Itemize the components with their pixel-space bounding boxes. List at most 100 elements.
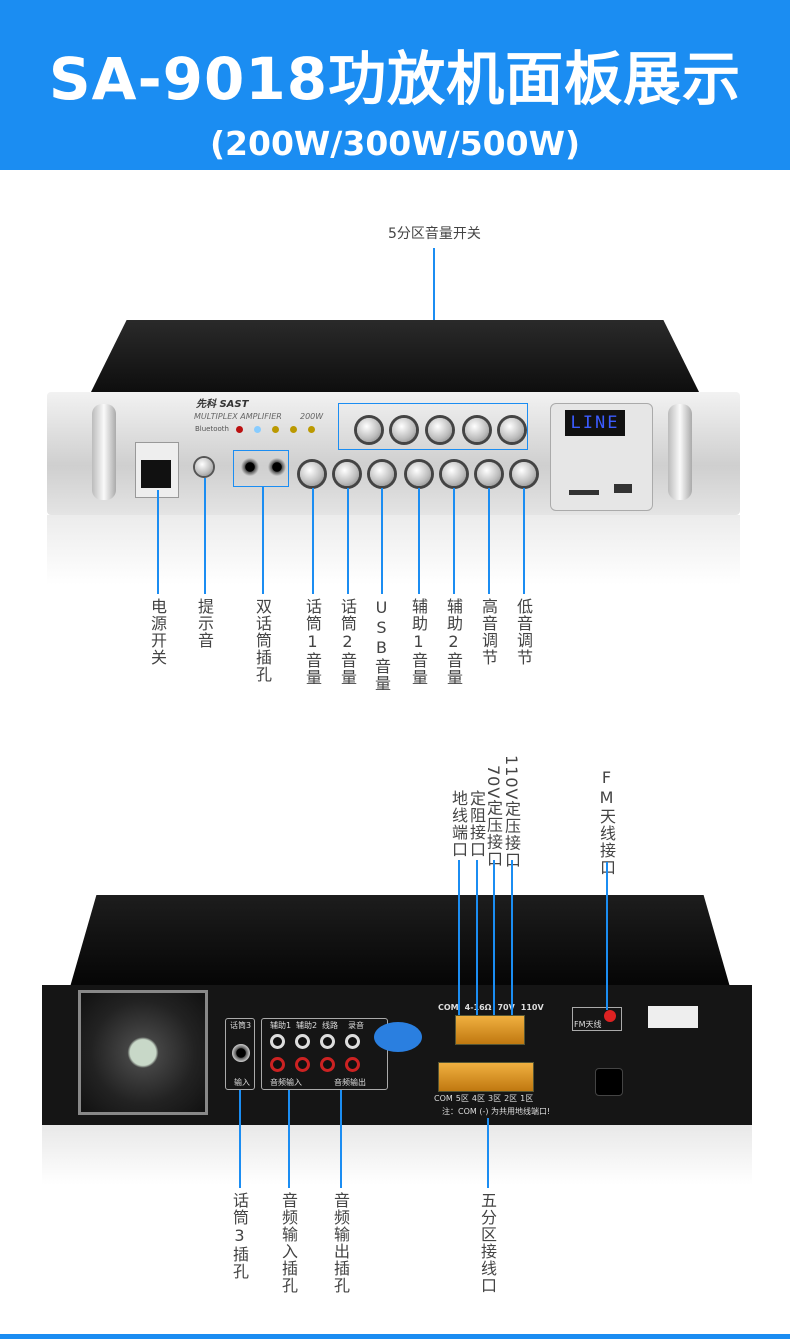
power-rating: 200W (300, 412, 324, 421)
zone-3-knob[interactable] (428, 418, 452, 442)
footer-bar (0, 1334, 790, 1339)
mic3-section (225, 1018, 255, 1090)
cooling-fan (78, 990, 208, 1115)
header-banner: SA-9018功放机面板展示 (200W/300W/500W) (0, 0, 790, 170)
audio-io-section (261, 1018, 388, 1090)
label-zone-terminals: 五分区接线口 (478, 1192, 497, 1294)
callout-line (493, 860, 495, 1015)
mic1-volume-knob[interactable] (300, 462, 324, 486)
led (308, 426, 315, 433)
warning-label (648, 1006, 698, 1028)
zone-5-knob[interactable] (500, 418, 524, 442)
zone-knobs-highlight (338, 403, 528, 450)
reflection (42, 1125, 752, 1185)
power-cord (595, 1068, 623, 1096)
reflection (47, 515, 740, 585)
callout-line (288, 1090, 290, 1188)
power-switch[interactable] (141, 460, 171, 488)
rca-jack[interactable] (270, 1034, 285, 1049)
label-usb-volume: USB音量 (372, 598, 391, 692)
usb-volume-knob[interactable] (370, 462, 394, 486)
callout-line (312, 488, 314, 594)
terminal-label: 4-16Ω (464, 1003, 492, 1012)
chassis-top (70, 895, 730, 987)
label-110v: 110V定压接口 (502, 755, 521, 869)
callout-line (381, 488, 383, 594)
led-prot (236, 426, 243, 433)
callout-line (239, 1090, 241, 1188)
rack-handle-left (92, 404, 116, 500)
aux2-text: 辅助2 (296, 1021, 318, 1030)
label-mic1-volume: 话筒1音量 (303, 598, 322, 686)
mic-jack-2[interactable] (268, 458, 286, 476)
mic2-volume-knob[interactable] (335, 462, 359, 486)
label-bass: 低音调节 (514, 598, 533, 666)
terminal-label: 70V (497, 1003, 515, 1012)
label-audio-output: 音频输出插孔 (331, 1192, 350, 1294)
terminal-label: COM (434, 1094, 453, 1103)
callout-line (204, 478, 206, 594)
label-chime: 提示音 (195, 598, 214, 649)
rca-jack[interactable] (270, 1057, 285, 1072)
audio-out-text: 音频输出 (334, 1078, 366, 1087)
page-title: SA-9018功放机面板展示 (48, 45, 742, 113)
aux1-text: 辅助1 (270, 1021, 292, 1030)
callout-line (523, 488, 525, 594)
callout-line (458, 860, 460, 1015)
led (272, 426, 279, 433)
zone-2-knob[interactable] (392, 418, 416, 442)
fm-antenna-port[interactable] (604, 1010, 616, 1022)
led-on (254, 426, 261, 433)
output-terminal-block[interactable] (455, 1015, 525, 1045)
zone-volume-label: 5分区音量开关 (388, 226, 481, 242)
zone-1-knob[interactable] (357, 418, 381, 442)
terminal-label: 4区 (471, 1094, 485, 1103)
zone-terminal-labels: COM 5区 4区 3区 2区 1区 (434, 1094, 533, 1104)
rca-jack[interactable] (320, 1034, 335, 1049)
input-text: 输入 (234, 1078, 250, 1087)
terminal-label: COM (438, 1003, 459, 1012)
line-text: 线路 (322, 1021, 338, 1030)
label-dual-mic-jack: 双话筒插孔 (253, 598, 272, 683)
aux2-volume-knob[interactable] (442, 462, 466, 486)
terminal-label: 5区 (455, 1094, 469, 1103)
callout-line (488, 488, 490, 594)
callout-line (453, 488, 455, 594)
mic3-text: 话筒3 (230, 1021, 252, 1030)
zone-4-knob[interactable] (465, 418, 489, 442)
model-text: MULTIPLEX AMPLIFIER (194, 412, 282, 421)
page-subtitle: (200W/300W/500W) (209, 124, 581, 163)
chime-button[interactable] (195, 458, 213, 476)
label-fm-antenna: FM天线接口 (597, 768, 616, 876)
bass-knob[interactable] (512, 462, 536, 486)
sd-card-slot[interactable] (569, 490, 599, 495)
mic3-jack[interactable] (232, 1044, 250, 1062)
brand-logo: 先科 SAST (196, 399, 249, 410)
zone-terminal-block[interactable] (438, 1062, 534, 1092)
label-power-switch: 电源开关 (148, 598, 167, 666)
callout-line (606, 862, 608, 1010)
rca-jack[interactable] (295, 1057, 310, 1072)
usb-port[interactable] (614, 484, 632, 493)
label-audio-input: 音频输入插孔 (279, 1192, 298, 1294)
terminal-label: 2区 (504, 1094, 518, 1103)
lcd-display: LINE (565, 410, 625, 436)
fm-antenna-section (572, 1007, 622, 1031)
treble-knob[interactable] (477, 462, 501, 486)
aux1-volume-knob[interactable] (407, 462, 431, 486)
rca-jack[interactable] (295, 1034, 310, 1049)
mic-jack-1[interactable] (241, 458, 259, 476)
led (290, 426, 297, 433)
rca-jack[interactable] (345, 1057, 360, 1072)
rca-jack[interactable] (320, 1057, 335, 1072)
rack-handle-right (668, 404, 692, 500)
bluetooth-text: Bluetooth (195, 425, 229, 433)
label-mic2-volume: 话筒2音量 (338, 598, 357, 686)
label-70v: 70V定压接口 (484, 765, 503, 868)
chassis-top (90, 320, 700, 394)
certification-sticker (374, 1022, 422, 1052)
callout-line (157, 490, 159, 594)
rca-jack[interactable] (345, 1034, 360, 1049)
callout-line (347, 488, 349, 594)
record-text: 录音 (348, 1021, 364, 1030)
